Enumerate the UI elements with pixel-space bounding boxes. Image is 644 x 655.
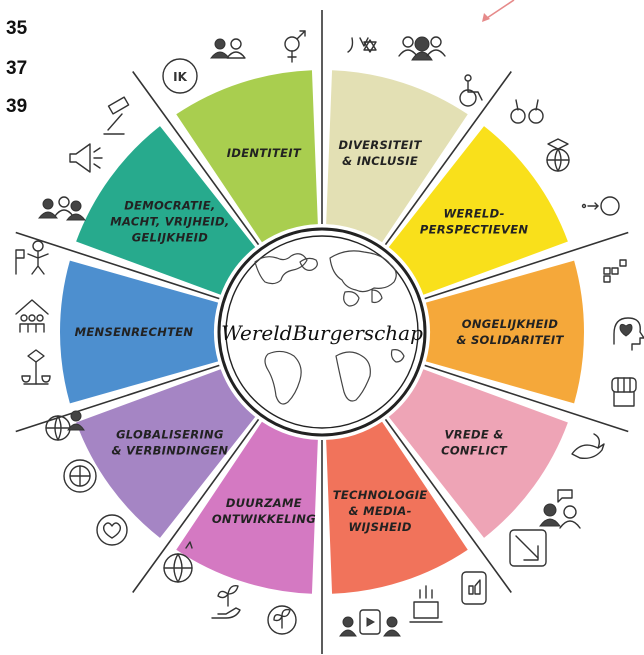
dividers-layer bbox=[15, 10, 629, 654]
wheelchair-icon[interactable] bbox=[459, 74, 483, 107]
segment-label-line: DUURZAME bbox=[226, 496, 302, 510]
plant-hand-icon[interactable] bbox=[211, 584, 241, 619]
raised-fist-icon[interactable] bbox=[611, 377, 637, 407]
segment-duurzame[interactable] bbox=[176, 421, 318, 594]
dove-icon[interactable] bbox=[571, 433, 605, 460]
segment-label-line: & SOLIDARITEIT bbox=[456, 333, 564, 347]
segment-label-line: PERSPECTIEVEN bbox=[420, 222, 528, 236]
center-title: WereldBurgerschap bbox=[221, 321, 423, 345]
segment-divider bbox=[424, 364, 629, 433]
segment-label-line: DIVERSITEIT bbox=[339, 138, 423, 152]
icons-layer: IK bbox=[15, 30, 644, 637]
page-number-39[interactable]: 39 bbox=[6, 96, 28, 117]
segment-label-democratie: DEMOCRATIE, MACHT, VRIJHEID, GELIJKHEID bbox=[110, 198, 229, 244]
segment-label-line: DEMOCRATIE, bbox=[124, 198, 215, 212]
segment-label-line: & INCLUSIE bbox=[342, 154, 418, 168]
page-number-37[interactable]: 37 bbox=[6, 58, 28, 79]
labels-layer: DIVERSITEIT & INCLUSIE WERELD- PERSPECTIEVE… bbox=[75, 138, 565, 534]
segment-label-technologie: TECHNOLOGIE & MEDIA- WIJSHEID bbox=[333, 488, 428, 534]
segment-ongelijkheid[interactable] bbox=[425, 260, 584, 404]
heart-globe-icon[interactable] bbox=[96, 514, 128, 546]
segment-divider bbox=[15, 231, 220, 300]
pointer-arrow bbox=[482, 0, 515, 22]
video-viewers-icon[interactable] bbox=[339, 609, 401, 637]
ik-text: IK bbox=[173, 70, 187, 84]
segment-divider bbox=[132, 71, 260, 246]
segment-label-line: CONFLICT bbox=[441, 444, 508, 458]
segment-label-line: IDENTITEIT bbox=[227, 146, 302, 160]
segment-label-line: WERELD- bbox=[443, 206, 504, 220]
segment-label-line: WIJSHEID bbox=[348, 520, 411, 534]
segment-diversiteit[interactable] bbox=[326, 70, 468, 243]
center-globe[interactable]: WereldBurgerschap bbox=[217, 227, 427, 437]
segment-divider bbox=[384, 71, 512, 246]
ik-circle-icon[interactable]: IK bbox=[162, 58, 198, 94]
tablet-like-icon[interactable] bbox=[461, 571, 487, 605]
segment-label-line: MENSENRECHTEN bbox=[75, 325, 194, 339]
perspective-arrow-icon[interactable] bbox=[581, 196, 620, 216]
segment-label-line: MACHT, VRIJHEID, bbox=[110, 214, 229, 228]
binoculars-icon[interactable] bbox=[510, 99, 544, 124]
segment-identiteit[interactable] bbox=[176, 70, 318, 243]
holding-hands-house-icon[interactable] bbox=[15, 299, 49, 333]
segment-label-line: ONGELIJKHEID bbox=[462, 317, 559, 331]
segment-divider bbox=[15, 364, 220, 433]
person-with-flag-icon[interactable] bbox=[15, 240, 49, 275]
segment-label-identiteit: IDENTITEIT bbox=[227, 146, 302, 160]
world-map-sketch bbox=[254, 250, 405, 405]
segment-label-line: GELIJKHEID bbox=[132, 230, 209, 244]
un-emblem-icon[interactable] bbox=[63, 459, 97, 493]
people-pair-icon[interactable] bbox=[209, 38, 246, 59]
segment-label-line: ONTWIKKELING bbox=[212, 512, 316, 526]
justice-pillar-icon[interactable] bbox=[21, 349, 51, 385]
gavel-icon[interactable] bbox=[103, 96, 130, 135]
segment-label-line: & MEDIA- bbox=[348, 504, 411, 518]
bar-blocks-icon[interactable] bbox=[603, 259, 627, 283]
segment-label-ongelijkheid: ONGELIJKHEID & SOLIDARITEIT bbox=[456, 317, 564, 347]
dialogue-people-icon[interactable] bbox=[539, 489, 581, 529]
segment-label-line: GLOBALISERING bbox=[116, 428, 224, 442]
segment-label-line: TECHNOLOGIE bbox=[333, 488, 428, 502]
arrow-down-right-icon[interactable] bbox=[509, 529, 547, 567]
globe-person-icon[interactable] bbox=[45, 410, 85, 441]
segment-label-mensenrechten: MENSENRECHTEN bbox=[75, 325, 194, 339]
segments-layer bbox=[59, 70, 584, 594]
segment-vrede[interactable] bbox=[388, 369, 568, 538]
megaphone-icon[interactable] bbox=[69, 143, 103, 173]
segment-label-vrede: VREDE & CONFLICT bbox=[441, 428, 508, 458]
page-number-35[interactable]: 35 bbox=[6, 18, 28, 39]
segment-label-wereldperspectieven: WERELD- PERSPECTIEVEN bbox=[420, 206, 528, 236]
seedling-cycle-icon[interactable] bbox=[267, 605, 297, 635]
globe-gears-icon[interactable] bbox=[163, 541, 193, 583]
diverse-people-icon[interactable] bbox=[398, 36, 446, 61]
gender-symbols-icon[interactable] bbox=[284, 30, 306, 63]
laptop-icon[interactable] bbox=[409, 585, 443, 623]
segment-divider bbox=[424, 231, 629, 300]
segment-label-globalisering: GLOBALISERING & VERBINDINGEN bbox=[111, 428, 228, 458]
segment-technologie[interactable] bbox=[326, 421, 468, 594]
segment-label-duurzame: DUURZAME ONTWIKKELING bbox=[212, 496, 316, 526]
heart-head-icon[interactable] bbox=[613, 317, 644, 351]
segment-democratie[interactable] bbox=[76, 126, 256, 295]
segment-label-diversiteit: DIVERSITEIT & INCLUSIE bbox=[339, 138, 423, 168]
group-people-icon[interactable] bbox=[37, 196, 87, 221]
religion-symbols-icon[interactable] bbox=[347, 37, 377, 53]
graduate-globe-icon[interactable] bbox=[546, 138, 570, 172]
segment-wereldperspectieven[interactable] bbox=[388, 126, 568, 295]
segment-divider bbox=[384, 418, 512, 593]
segment-mensenrechten[interactable] bbox=[59, 260, 219, 404]
segment-label-line: & VERBINDINGEN bbox=[111, 444, 228, 458]
segment-globalisering[interactable] bbox=[76, 369, 256, 538]
segment-label-line: VREDE & bbox=[445, 428, 504, 442]
segment-divider bbox=[132, 418, 260, 593]
